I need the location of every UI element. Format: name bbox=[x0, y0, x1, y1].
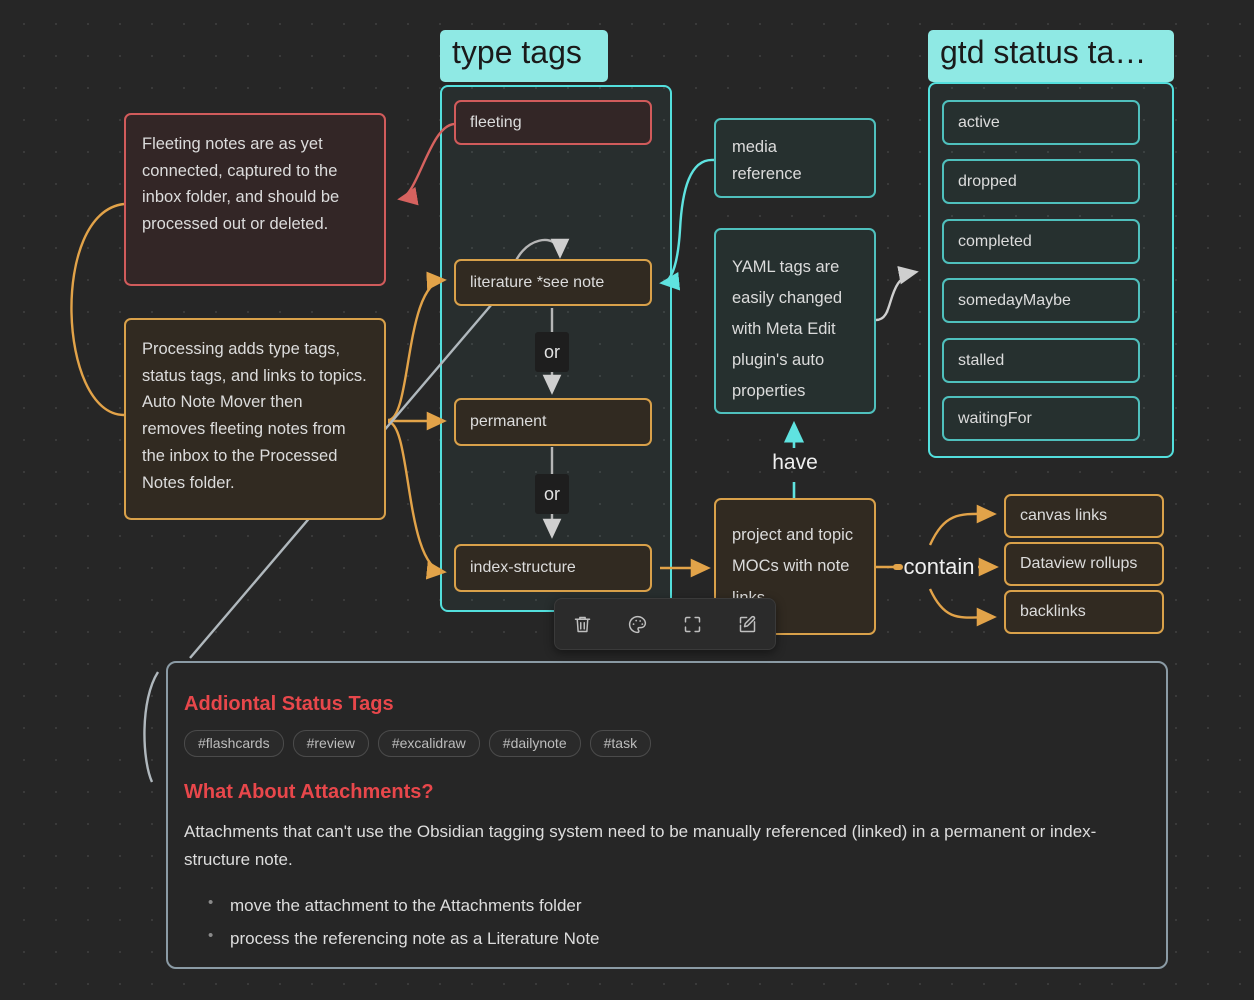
tag-chip[interactable]: #flashcards bbox=[184, 730, 284, 757]
moc-content-backlinks[interactable]: backlinks bbox=[1004, 590, 1164, 634]
group-label-type-tags[interactable]: type tags bbox=[440, 30, 608, 82]
moc-content-label: canvas links bbox=[1020, 507, 1108, 524]
gtd-tag-label: stalled bbox=[958, 351, 1005, 369]
note-yaml-text: YAML tags are easily changed with Meta E… bbox=[732, 258, 843, 401]
zoom-to-selection-button[interactable] bbox=[676, 607, 710, 641]
type-tag-fleeting-label: fleeting bbox=[470, 113, 522, 131]
type-tag-index-structure[interactable]: index-structure bbox=[454, 544, 652, 592]
gtd-tag-somedaymaybe[interactable]: somedayMaybe bbox=[942, 278, 1140, 323]
moc-content-dataview-rollups[interactable]: Dataview rollups bbox=[1004, 542, 1164, 586]
gtd-tag-stalled[interactable]: stalled bbox=[942, 338, 1140, 383]
gtd-tag-label: somedayMaybe bbox=[958, 291, 1071, 309]
moc-content-canvas-links[interactable]: canvas links bbox=[1004, 494, 1164, 538]
crop-icon bbox=[684, 616, 701, 632]
moc-content-label: Dataview rollups bbox=[1020, 555, 1138, 572]
trash-icon bbox=[574, 616, 591, 632]
type-tag-permanent[interactable]: permanent bbox=[454, 398, 652, 446]
palette-icon bbox=[628, 615, 647, 633]
type-tag-fleeting[interactable]: fleeting bbox=[454, 100, 652, 145]
gtd-tag-label: active bbox=[958, 113, 1000, 131]
type-tag-literature-label: literature *see note bbox=[470, 273, 605, 291]
gtd-tag-waitingfor[interactable]: waitingFor bbox=[942, 396, 1140, 441]
edit-icon bbox=[739, 615, 756, 632]
note-project-topic-mocs[interactable]: project and topic MOCs with note links bbox=[714, 498, 876, 635]
tag-chip[interactable]: #dailynote bbox=[488, 730, 581, 757]
moc-content-label: backlinks bbox=[1020, 603, 1086, 620]
tag-chip[interactable]: #task bbox=[589, 730, 652, 757]
tag-chip[interactable]: #excalidraw bbox=[377, 730, 480, 757]
note-mocs-text: project and topic MOCs with note links bbox=[732, 526, 854, 607]
edit-button[interactable] bbox=[731, 607, 765, 641]
card-bullet-item: process the referencing note as a Litera… bbox=[208, 921, 1150, 955]
gtd-tag-label: waitingFor bbox=[958, 409, 1032, 427]
gtd-tag-completed[interactable]: completed bbox=[942, 219, 1140, 264]
edge-label-have: have bbox=[772, 451, 818, 474]
type-tag-index-structure-label: index-structure bbox=[470, 559, 576, 576]
color-button[interactable] bbox=[621, 607, 655, 641]
edge-label-or-2: or bbox=[535, 474, 569, 514]
note-processing-description[interactable]: Processing adds type tags, status tags, … bbox=[124, 318, 386, 520]
edge-label-contain: contain bbox=[903, 554, 975, 579]
group-label-gtd-status[interactable]: gtd status ta… bbox=[928, 30, 1174, 82]
edge-label-or-1: or bbox=[535, 332, 569, 372]
note-fleeting-text: Fleeting notes are as yet connected, cap… bbox=[142, 135, 340, 234]
canvas-node-toolbar[interactable] bbox=[554, 598, 776, 650]
type-tag-literature[interactable]: literature *see note bbox=[454, 259, 652, 306]
gtd-tag-active[interactable]: active bbox=[942, 100, 1140, 145]
card-paragraph-attachments: Attachments that can't use the Obsidian … bbox=[184, 822, 1097, 869]
card-heading-additional-status-tags: Addiontal Status Tags bbox=[184, 693, 394, 715]
note-yaml-tags[interactable]: YAML tags are easily changed with Meta E… bbox=[714, 228, 876, 414]
note-processing-text: Processing adds type tags, status tags, … bbox=[142, 340, 367, 492]
card-heading-what-about-attachments: What About Attachments? bbox=[184, 781, 434, 803]
gtd-tag-label: completed bbox=[958, 232, 1032, 250]
card-bullet-list: move the attachment to the Attachments f… bbox=[208, 888, 1150, 955]
type-tag-permanent-label: permanent bbox=[470, 413, 547, 430]
markdown-card-additional-status-tags[interactable]: Addiontal Status Tags #flashcards #revie… bbox=[166, 661, 1168, 969]
delete-button[interactable] bbox=[566, 607, 600, 641]
tag-chip[interactable]: #review bbox=[292, 730, 369, 757]
card-bullet-item: move the attachment to the Attachments f… bbox=[208, 888, 1150, 922]
gtd-tag-dropped[interactable]: dropped bbox=[942, 159, 1140, 204]
gtd-tag-label: dropped bbox=[958, 172, 1017, 190]
tag-list: #flashcards #review #excalidraw #dailyno… bbox=[184, 730, 1150, 757]
note-fleeting-description[interactable]: Fleeting notes are as yet connected, cap… bbox=[124, 113, 386, 286]
